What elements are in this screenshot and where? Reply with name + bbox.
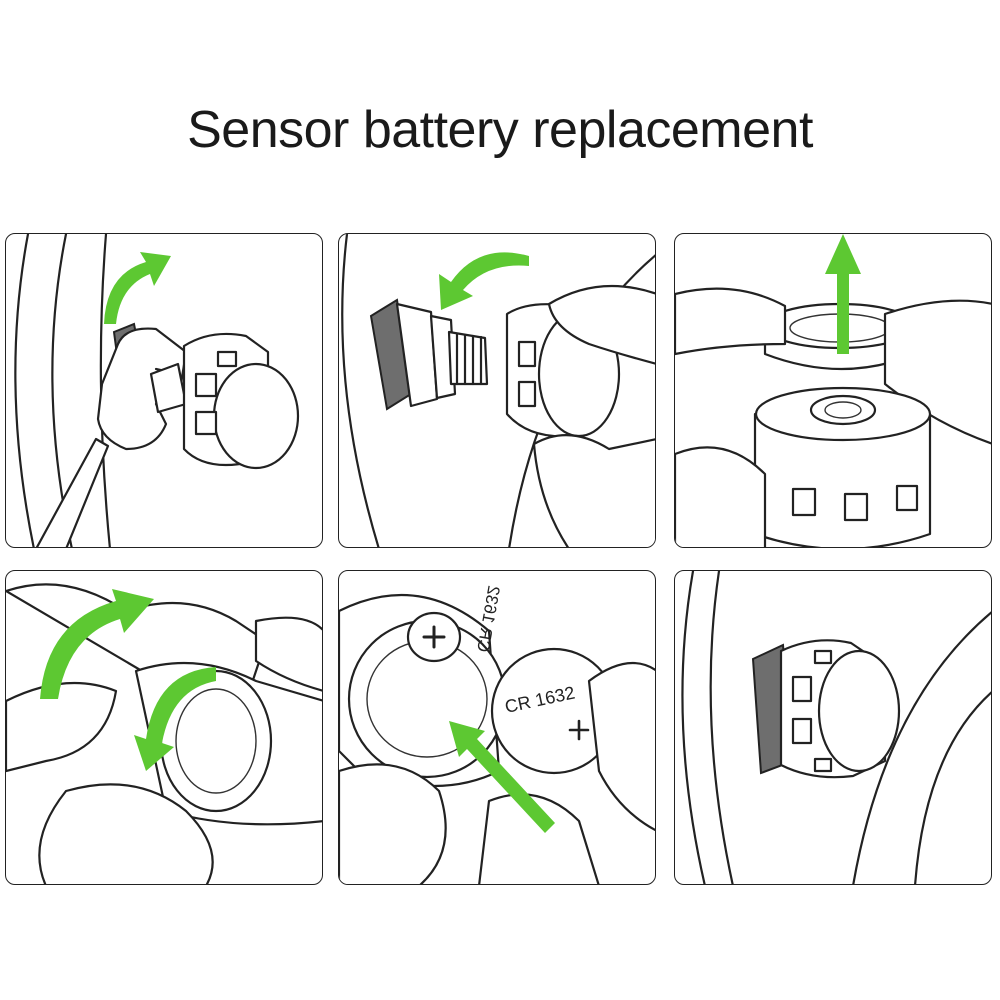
step-3-illustration: [675, 234, 992, 548]
step-4-illustration: [6, 571, 323, 885]
step-2-illustration: [339, 234, 656, 548]
step-2-panel: [338, 233, 656, 548]
sensor-cap-icon: [184, 334, 298, 468]
step-5-panel: CR 1632 CR 1632: [338, 570, 656, 885]
step-1-illustration: [6, 234, 323, 548]
step-5-illustration: CR 1632 CR 1632: [339, 571, 656, 885]
step-3-panel: [674, 233, 992, 548]
page-title: Sensor battery replacement: [0, 100, 1000, 160]
battery-label-mirrored: CR 1632: [473, 584, 503, 653]
valve-stem-icon: [371, 300, 487, 409]
wrench-icon: [36, 329, 186, 548]
step-1-panel: [5, 233, 323, 548]
curved-arrow-icon: [104, 252, 171, 324]
step-4-panel: [5, 570, 323, 885]
sensor-cap-icon: [781, 640, 899, 777]
curved-arrow-icon: [439, 252, 529, 310]
step-6-panel: [674, 570, 992, 885]
step-6-illustration: [675, 571, 992, 885]
